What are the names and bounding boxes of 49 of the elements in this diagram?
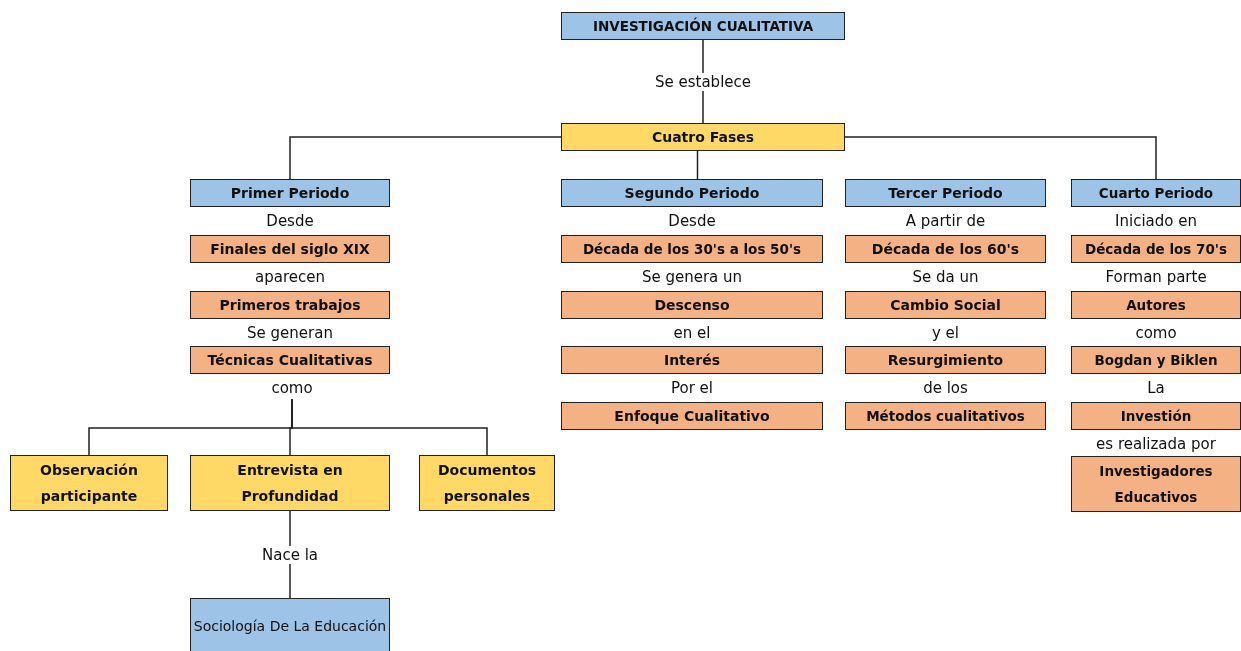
concept-box: Década de los 70's — [1071, 235, 1241, 263]
connector-text: en el — [672, 324, 712, 342]
concept-box: Finales del siglo XIX — [190, 235, 390, 263]
connector-text: como — [1134, 324, 1178, 342]
technique-box: Observación participante — [10, 455, 168, 511]
connector-text: y el — [930, 324, 960, 342]
connector-text: Forman parte — [1104, 268, 1208, 286]
period-box: Segundo Periodo — [561, 179, 823, 207]
concept-box: Bogdan y Biklen — [1071, 346, 1241, 374]
concept-box: Primeros trabajos — [190, 291, 390, 319]
result-box: Sociología De La Educación — [190, 598, 390, 651]
concept-box: Autores — [1071, 291, 1241, 319]
connector-text: Por el — [670, 379, 714, 397]
connector-line — [696, 150, 699, 180]
concept-box: Investión — [1071, 402, 1241, 430]
connector-text: A partir de — [904, 212, 987, 230]
concept-box: Resurgimiento — [845, 346, 1046, 374]
concept-box: Cambio Social — [845, 291, 1046, 319]
connector-text: Iniciado en — [1114, 212, 1198, 230]
connector-text: La — [1146, 379, 1166, 397]
concept-box: Interés — [561, 346, 823, 374]
connector-text: Desde — [667, 212, 717, 230]
connector-line — [291, 398, 488, 456]
concept-box: Investigadores Educativos — [1071, 456, 1241, 512]
period-box: Cuarto Periodo — [1071, 179, 1241, 207]
concept-box: Década de los 30's a los 50's — [561, 235, 823, 263]
concept-box: Descenso — [561, 291, 823, 319]
connector-text: es realizada por — [1095, 435, 1217, 453]
phase-box: Cuatro Fases — [561, 123, 845, 151]
concept-box: Enfoque Cualitativo — [561, 402, 823, 430]
connector-line — [844, 136, 1157, 180]
period-box: Tercer Periodo — [845, 179, 1046, 207]
period-box: Primer Periodo — [190, 179, 390, 207]
edge-label: Se establece — [653, 72, 753, 91]
connector-text: Se genera un — [640, 268, 744, 286]
concept-box: Década de los 60's — [845, 235, 1046, 263]
technique-box: Documentos personales — [419, 455, 555, 511]
connector-text: aparecen — [254, 268, 326, 286]
connector-text: de los — [922, 379, 969, 397]
connector-text: como — [271, 377, 313, 399]
concept-box: Técnicas Cualitativas — [190, 346, 390, 374]
connector-line — [289, 136, 562, 180]
title-box: INVESTIGACIÓN CUALITATIVA — [561, 12, 845, 40]
connector-text: Desde — [265, 212, 315, 230]
concept-box: Métodos cualitativos — [845, 402, 1046, 430]
technique-box: Entrevista en Profundidad — [190, 455, 390, 511]
connector-text: Se da un — [911, 268, 980, 286]
edge-label: Nace la — [260, 545, 320, 564]
connector-text: Se generan — [246, 324, 334, 342]
